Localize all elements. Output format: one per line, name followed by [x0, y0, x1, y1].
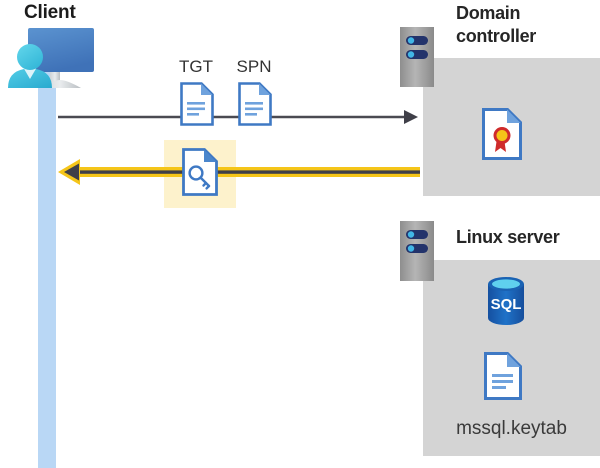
svg-text:SQL: SQL [491, 296, 522, 313]
server-rack-icon [400, 221, 434, 281]
key-document-icon [182, 148, 218, 196]
client-title: Client [24, 2, 76, 23]
client-workstation-icon [6, 26, 102, 94]
arrow-left-icon [58, 158, 420, 186]
certificate-document-icon [482, 108, 522, 160]
domain-controller-title: Domain controller [456, 3, 537, 46]
document-icon [238, 82, 272, 126]
document-icon [180, 82, 214, 126]
server-rack-icon [400, 27, 434, 87]
arrow-right-icon [58, 106, 420, 128]
linux-server-title: Linux server [456, 227, 560, 247]
spn-label: SPN [236, 57, 272, 76]
sql-database-icon: SQL [484, 276, 528, 326]
keytab-filename-label: mssql.keytab [456, 418, 567, 439]
tgt-label: TGT [179, 57, 213, 76]
document-icon [484, 352, 522, 400]
client-lifeline [38, 62, 56, 468]
